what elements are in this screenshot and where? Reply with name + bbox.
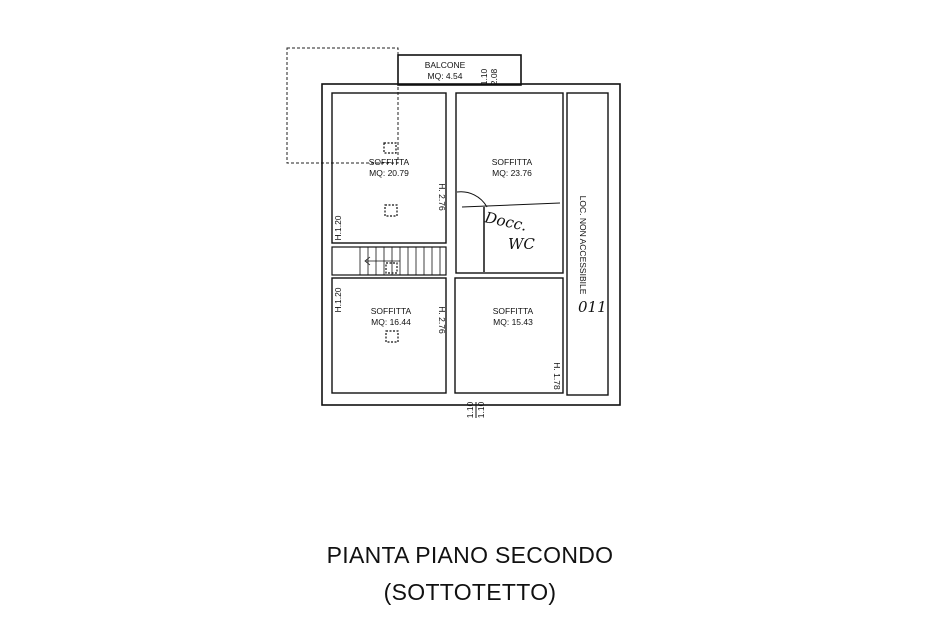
room-area: MQ: 15.43 xyxy=(493,317,533,327)
door-swing xyxy=(456,191,488,208)
dashed-outline xyxy=(286,47,399,164)
room-name: SOFFITTA xyxy=(369,157,410,167)
inaccessible-label: LOC. NON ACCESSIBILE xyxy=(578,196,588,295)
room-right-strip xyxy=(566,92,609,396)
room-name: SOFFITTA xyxy=(371,306,412,316)
room-area: MQ: 20.79 xyxy=(369,168,409,178)
skylight xyxy=(385,330,399,343)
outer-wall xyxy=(321,83,621,406)
stair-steps xyxy=(359,247,441,275)
room-area: MQ: 16.44 xyxy=(371,317,411,327)
height-label: H.1.20 xyxy=(333,215,343,240)
balcony-name: BALCONE xyxy=(425,60,466,70)
room-name: SOFFITTA xyxy=(493,306,534,316)
room-bottom-middle xyxy=(454,277,564,394)
sketch-line xyxy=(461,202,561,208)
handwritten-note: 011 xyxy=(578,298,607,316)
room-bottom-left xyxy=(331,277,447,394)
balcony xyxy=(397,54,522,86)
opening-bottom-2: 1.10 xyxy=(476,401,486,418)
height-label: H. 2.76 xyxy=(437,306,447,334)
plan-title: PIANTA PIANO SECONDO xyxy=(326,542,614,568)
skylight xyxy=(384,204,398,217)
handwritten-note: Docc. xyxy=(482,208,528,235)
handwritten-note: WC xyxy=(508,235,535,253)
room-area: MQ: 23.76 xyxy=(492,168,532,178)
opening-bottom-1: 1.10 xyxy=(465,401,475,418)
stairs xyxy=(331,246,447,276)
room-name: SOFFITTA xyxy=(492,157,533,167)
height-label: H.1.20 xyxy=(333,287,343,312)
opening-top-2: 2.08 xyxy=(489,68,499,85)
room-top-left xyxy=(331,92,447,244)
height-label: H. 1.78 xyxy=(552,362,562,390)
room-top-middle xyxy=(455,92,564,274)
skylight xyxy=(385,262,398,274)
opening-top-1: 1.10 xyxy=(479,68,489,85)
height-label: H. 2.76 xyxy=(437,183,447,211)
plan-subtitle: (SOTTOTETTO) xyxy=(383,579,557,605)
skylight xyxy=(383,142,397,154)
balcony-area: MQ: 4.54 xyxy=(428,71,463,81)
